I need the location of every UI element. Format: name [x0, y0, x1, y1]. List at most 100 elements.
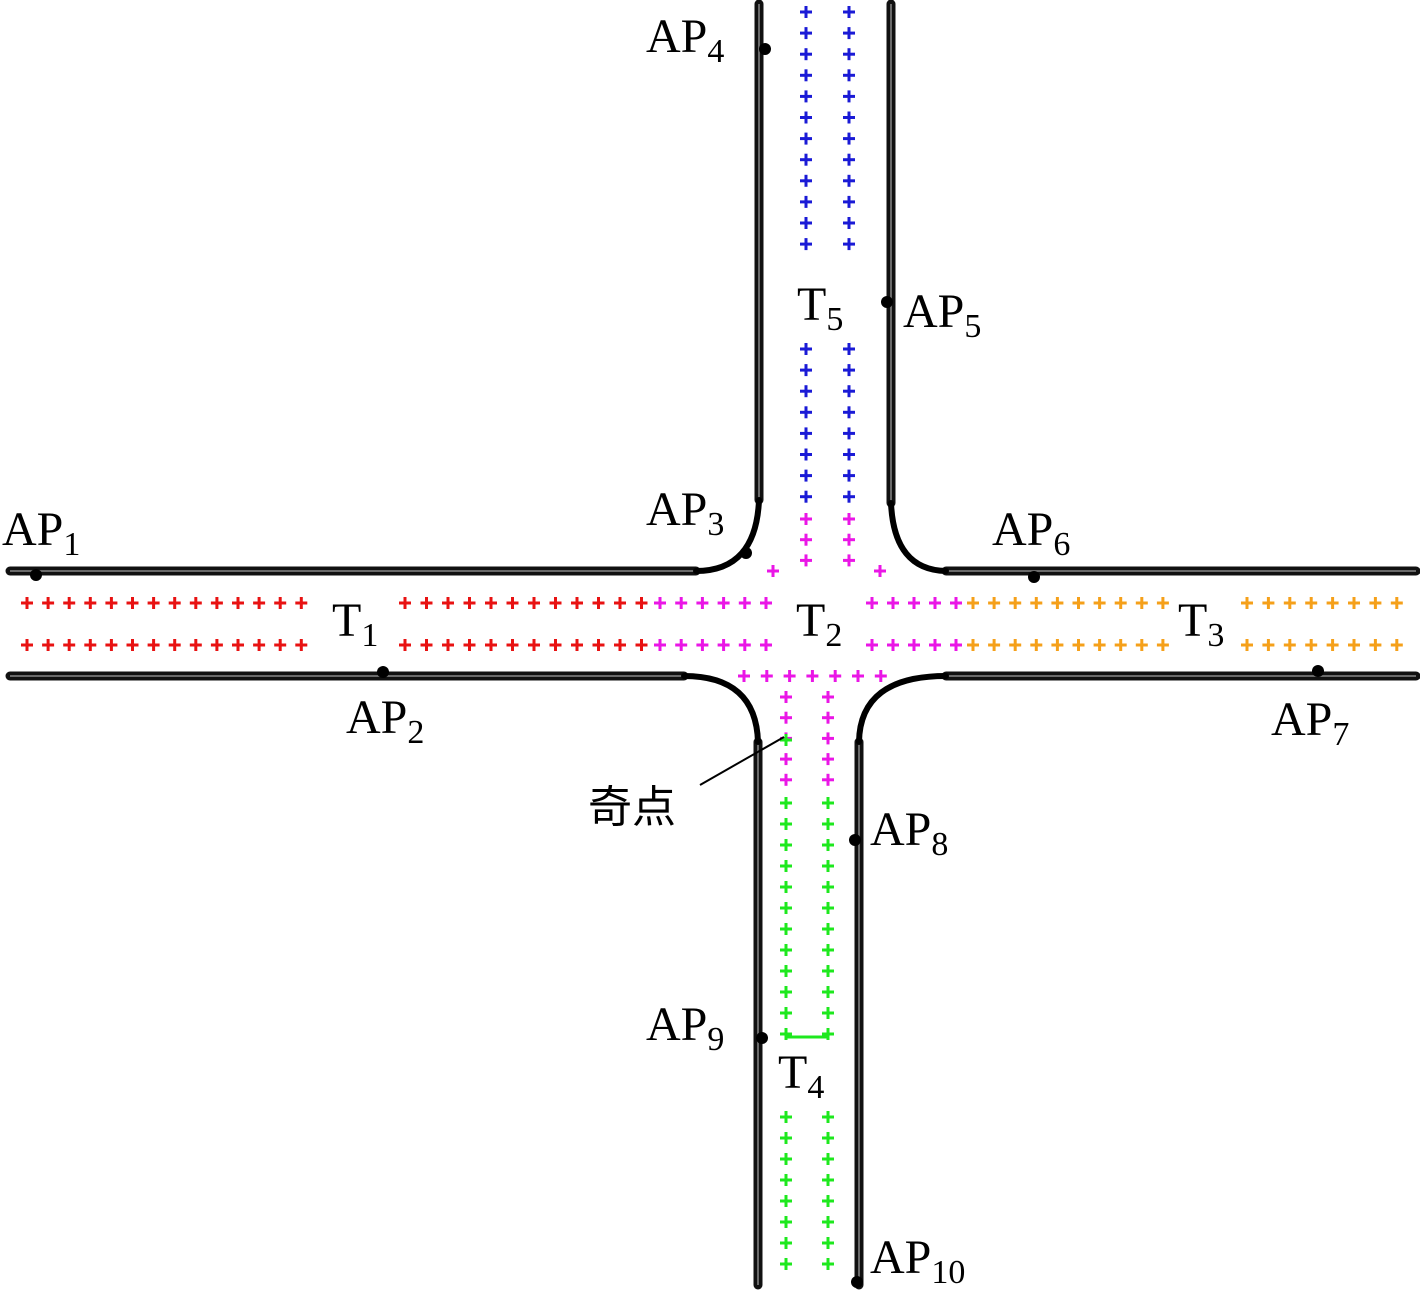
T3-marker-r1b-5	[1348, 639, 1360, 651]
corner-arc-bottom-right	[856, 673, 949, 745]
T5-marker-c1a-6	[843, 132, 855, 145]
T2-marker-bottomrow-4	[829, 670, 842, 682]
T5-marker-c1a-7	[843, 153, 855, 166]
ap-label-7: AP7	[1271, 693, 1349, 753]
trajectory-markers	[21, 6, 1403, 1270]
T3-marker-r0a-2	[1009, 597, 1022, 609]
access-point-dot-4	[759, 43, 771, 55]
T3-marker-r0a-9	[1156, 597, 1169, 609]
T5-marker-c1a-9	[843, 195, 855, 208]
T5-marker-c1a-11	[843, 238, 855, 251]
T5-marker-c0a-9	[800, 195, 812, 208]
T1-marker-r1b-2	[442, 639, 454, 651]
T2-marker-r1a-0	[654, 639, 666, 651]
T1-marker-r0a-12	[274, 597, 287, 609]
T5-marker-c0a-7	[800, 153, 812, 166]
T1-marker-r1b-3	[463, 639, 476, 651]
T4-marker-c1b-6	[822, 1237, 834, 1249]
T4-marker-c1a-7	[822, 944, 834, 956]
T4-marker-c0b-1	[780, 1132, 792, 1144]
T2-marker-dr-2	[822, 732, 834, 745]
T5-marker-c1a-2	[843, 48, 855, 61]
T1-marker-r1a-5	[126, 639, 139, 651]
T4-marker-c0a-5	[780, 902, 792, 914]
T1-marker-r0a-10	[232, 597, 244, 609]
T1-marker-r0a-3	[84, 597, 97, 609]
T4-marker-c1b-7	[822, 1258, 834, 1270]
T2-marker-bottomrow-1	[760, 670, 773, 682]
T2-marker-r1b-2	[908, 639, 920, 651]
T3-marker-r1a-6	[1093, 639, 1106, 651]
T4-marker-c1b-3	[822, 1174, 834, 1186]
T3-marker-r0b-1	[1262, 597, 1275, 609]
T1-marker-r1b-7	[549, 639, 562, 651]
T1-marker-r1a-1	[42, 639, 55, 651]
T2-marker-r0b-4	[950, 597, 962, 609]
T5-marker-c0b-0	[800, 343, 812, 355]
T1-marker-r0b-6	[528, 597, 540, 609]
T4-marker-c0b-2	[780, 1153, 792, 1165]
T5-marker-c0a-1	[800, 27, 812, 40]
T5-marker-c0a-2	[800, 48, 812, 61]
access-point-dot-3	[740, 547, 752, 559]
access-point-dot-6	[1028, 571, 1040, 583]
access-point-dots	[30, 43, 1324, 1288]
T5-marker-c0a-5	[800, 111, 812, 124]
T4-marker-c1a-0	[822, 797, 834, 809]
T2-marker-r0b-1	[887, 597, 899, 609]
T1-marker-r0b-9	[592, 597, 605, 609]
T1-marker-r0b-11	[635, 597, 648, 609]
T5-marker-c0b-5	[800, 448, 812, 461]
T4-marker-c0a-3	[780, 860, 792, 872]
T5-marker-c1a-8	[843, 174, 855, 187]
T2-marker-r1a-3	[717, 639, 730, 651]
T2-marker-vl-0	[800, 513, 812, 525]
T2-marker-r1a-5	[760, 639, 772, 651]
T2-marker-dl-4	[780, 773, 792, 786]
T1-marker-r1a-10	[232, 639, 244, 651]
T3-marker-r1a-8	[1135, 639, 1148, 651]
T2-marker-r0a-1	[675, 597, 688, 609]
T2-marker-dr-3	[822, 753, 834, 766]
ap-label-10: AP10	[870, 1231, 965, 1291]
T3-marker-r1b-1	[1262, 639, 1275, 651]
T5-marker-c0b-2	[800, 385, 812, 398]
access-point-dot-7	[1312, 665, 1324, 677]
T1-marker-r0a-8	[189, 597, 202, 609]
T4-marker-c0a-6	[780, 923, 792, 935]
T1-marker-r0a-6	[147, 597, 160, 609]
T4-marker-c1b-1	[822, 1132, 834, 1144]
T1-marker-r0a-4	[105, 597, 118, 609]
T1-marker-r1b-1	[420, 639, 433, 651]
T5-marker-c1a-1	[843, 27, 855, 40]
T1-marker-r1a-13	[295, 639, 308, 651]
T4-marker-c1a-6	[822, 923, 834, 935]
T1-marker-r0b-4	[485, 597, 497, 609]
T4-marker-c0a-9	[780, 986, 792, 998]
T5-marker-c1b-1	[843, 364, 855, 377]
T1-marker-r0a-5	[126, 597, 139, 609]
T3-marker-r1a-1	[988, 639, 1001, 651]
singular-point-leader	[699, 736, 785, 786]
T3-marker-r0a-8	[1135, 597, 1148, 609]
T2-marker-vr-0	[843, 513, 855, 525]
T1-marker-r0b-5	[506, 597, 519, 609]
trajectory-label-3: T3	[1178, 594, 1224, 654]
T5-marker-c1a-4	[843, 90, 855, 103]
T5-marker-c1b-6	[843, 469, 855, 482]
T1-marker-r1a-2	[63, 639, 76, 651]
T3-marker-r0b-7	[1390, 597, 1403, 609]
T4-marker-c0b-3	[780, 1174, 792, 1186]
ap-label-6: AP6	[992, 503, 1070, 563]
trajectory-label-2: T2	[796, 594, 842, 654]
T5-marker-c0a-8	[800, 174, 812, 187]
T1-marker-r1a-3	[84, 639, 97, 651]
T5-marker-c0b-3	[800, 406, 812, 419]
T1-marker-r0a-2	[63, 597, 76, 609]
T2-marker-r1b-3	[929, 639, 941, 651]
T5-marker-c1b-3	[843, 406, 855, 419]
T5-marker-c1a-10	[843, 217, 855, 229]
ap-label-5: AP5	[903, 285, 981, 345]
T4-marker-c1b-4	[822, 1195, 834, 1207]
T4-marker-c0a-10	[780, 1007, 792, 1019]
